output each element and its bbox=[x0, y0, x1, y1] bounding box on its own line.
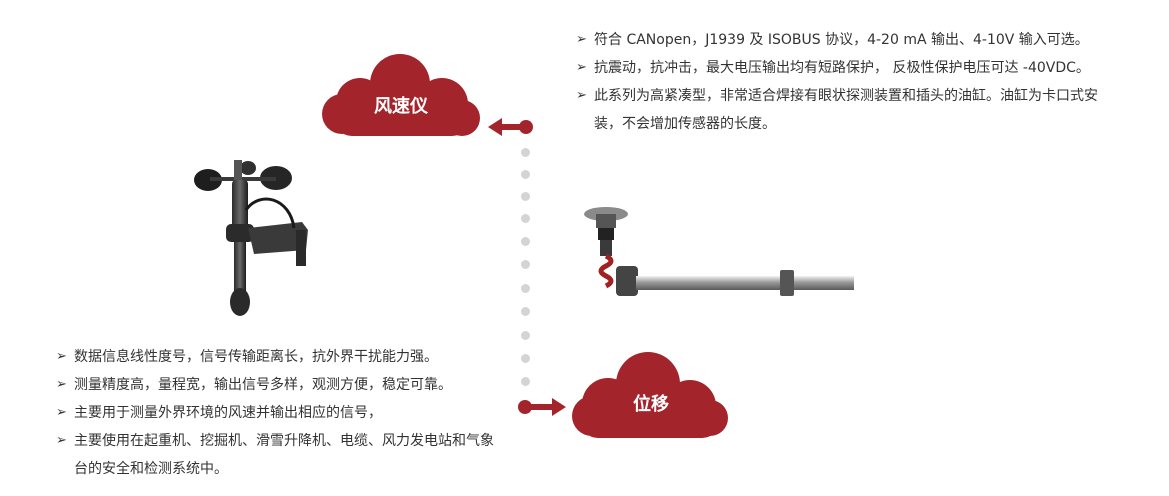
list-item-text: 主要使用在起重机、挖掘机、滑雪升降机、电缆、风力发电站和气象台的安全和检测系统中… bbox=[74, 433, 494, 477]
right-feature-list: ➢ 符合 CANopen，J1939 及 ISOBUS 协议，4-20 mA 输… bbox=[576, 26, 1106, 138]
list-item-text: 抗震动，抗冲击，最大电压输出均有短路保护， 反极性保护电压可达 -40VDC。 bbox=[594, 60, 1090, 76]
arrow-right-icon bbox=[518, 398, 566, 416]
chevron-right-icon: ➢ bbox=[56, 377, 67, 392]
list-item-text: 测量精度高，量程宽，输出信号多样，观测方便，稳定可靠。 bbox=[74, 377, 452, 393]
arrow-left-icon bbox=[488, 118, 533, 136]
chevron-right-icon: ➢ bbox=[576, 60, 587, 75]
displacement-cloud-label: 位移 bbox=[633, 394, 669, 415]
list-item-text: 数据信息线性度号，信号传输距离长，抗外界干扰能力强。 bbox=[74, 349, 438, 365]
list-item: ➢ 此系列为高紧凑型，非常适合焊接有眼状探测装置和插头的油缸。油缸为卡口式安装，… bbox=[576, 82, 1106, 138]
anemometer-cloud-label: 风速仪 bbox=[374, 96, 428, 117]
list-item: ➢ 数据信息线性度号，信号传输距离长，抗外界干扰能力强。 bbox=[56, 343, 496, 371]
chevron-right-icon: ➢ bbox=[56, 405, 67, 420]
list-item: ➢ 主要使用在起重机、挖掘机、滑雪升降机、电缆、风力发电站和气象台的安全和检测系… bbox=[56, 427, 496, 483]
list-item-text: 符合 CANopen，J1939 及 ISOBUS 协议，4-20 mA 输出、… bbox=[594, 32, 1089, 48]
chevron-right-icon: ➢ bbox=[576, 32, 587, 47]
cloud-shape bbox=[322, 54, 480, 136]
displacement-cloud: 位移 bbox=[572, 350, 730, 440]
list-item: ➢ 符合 CANopen，J1939 及 ISOBUS 协议，4-20 mA 输… bbox=[576, 26, 1106, 54]
cloud-shape bbox=[572, 352, 728, 438]
anemometer-image bbox=[194, 160, 308, 316]
anemometer-cloud: 风速仪 bbox=[320, 52, 482, 138]
list-item-text: 主要用于测量外界环境的风速并输出相应的信号， bbox=[74, 405, 382, 421]
chevron-right-icon: ➢ bbox=[56, 349, 67, 364]
list-item: ➢ 主要用于测量外界环境的风速并输出相应的信号， bbox=[56, 399, 496, 427]
chevron-right-icon: ➢ bbox=[56, 433, 67, 448]
list-item: ➢ 抗震动，抗冲击，最大电压输出均有短路保护， 反极性保护电压可达 -40VDC… bbox=[576, 54, 1106, 82]
list-item: ➢ 测量精度高，量程宽，输出信号多样，观测方便，稳定可靠。 bbox=[56, 371, 496, 399]
left-feature-list: ➢ 数据信息线性度号，信号传输距离长，抗外界干扰能力强。 ➢ 测量精度高，量程宽… bbox=[56, 343, 496, 483]
list-item-text: 此系列为高紧凑型，非常适合焊接有眼状探测装置和插头的油缸。油缸为卡口式安装，不会… bbox=[594, 88, 1098, 132]
chevron-right-icon: ➢ bbox=[576, 88, 587, 103]
displacement-sensor-image bbox=[584, 207, 854, 296]
